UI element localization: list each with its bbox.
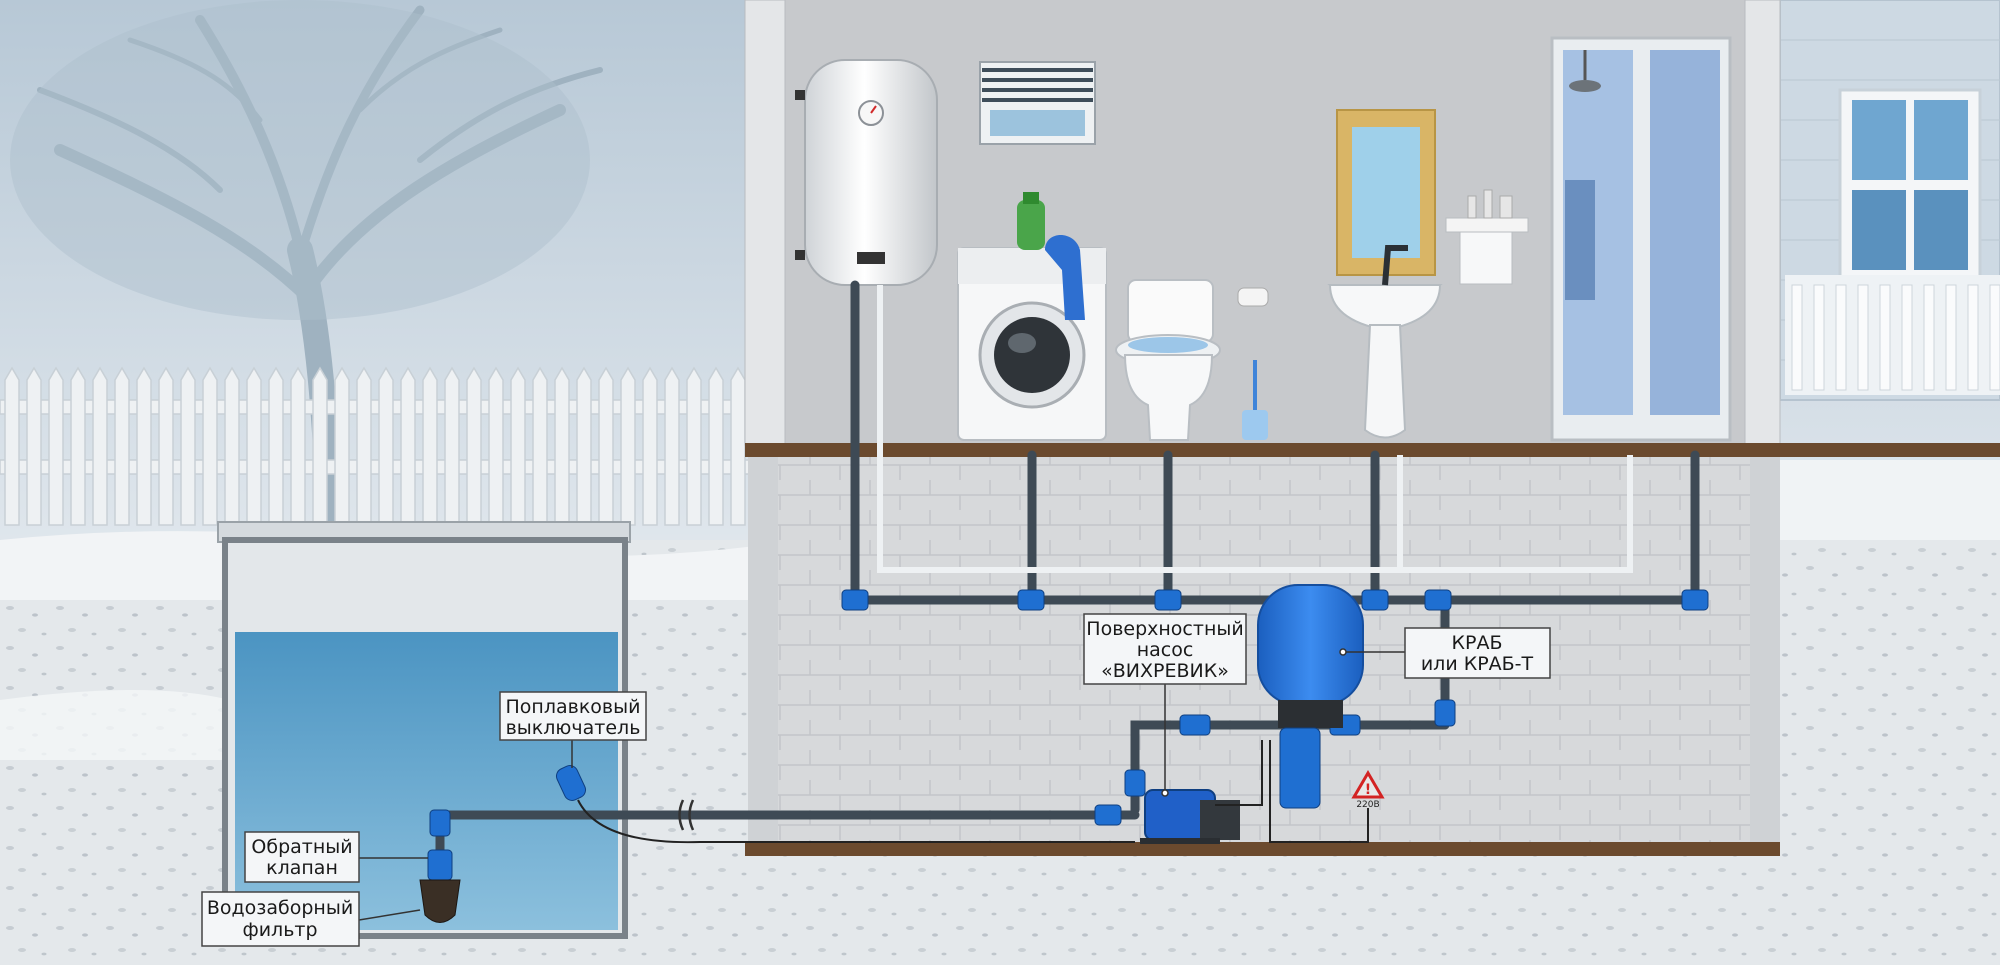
room-window: [979, 61, 1096, 145]
fence-picket: [312, 366, 328, 526]
fence-picket: [576, 366, 592, 526]
pipe-break-symbol: [678, 799, 695, 831]
intake-filter: [419, 879, 461, 923]
winter-tree: [37, 5, 603, 533]
callout-check-valve: Обратный клапан: [244, 831, 360, 883]
fence-picket: [444, 366, 460, 526]
tree-canopy: [10, 0, 590, 320]
fence-picket: [598, 366, 614, 526]
fence-picket: [202, 366, 218, 526]
callout-intake-filter: Водозаборный фильтр: [201, 891, 360, 947]
fence-picket: [422, 366, 438, 526]
bathroom-sink: [1327, 245, 1443, 439]
washing-machine: [957, 192, 1107, 441]
toilet-brush: [1242, 360, 1268, 440]
picket-fence: [0, 366, 751, 526]
check-valve-label-line1: Обратный: [251, 836, 352, 858]
float-switch-label-line2: выключатель: [506, 717, 641, 739]
fence-picket: [620, 366, 636, 526]
porch-rail: [1857, 284, 1869, 391]
fence-picket: [70, 366, 86, 526]
bathroom-shelf: [1445, 189, 1529, 285]
pipe-fittings: [429, 589, 1709, 837]
shower-cabin: [1550, 36, 1732, 442]
electric-wiring: [1215, 740, 1369, 843]
toilet-paper-holder: [1237, 287, 1269, 307]
porch-rail: [1923, 284, 1935, 391]
fence-picket: [686, 366, 702, 526]
porch-rail: [1901, 284, 1913, 391]
fence-picket: [4, 366, 20, 526]
fence-picket: [664, 366, 680, 526]
fence-picket: [532, 366, 548, 526]
fence-picket: [400, 366, 416, 526]
intake-filter-label-line2: фильтр: [242, 919, 317, 941]
float-switch-label-line1: Поплавковый: [506, 696, 641, 718]
fence-picket: [554, 366, 570, 526]
porch-rail: [1813, 284, 1825, 391]
fence-picket: [488, 366, 504, 526]
fence-picket: [48, 366, 64, 526]
svg-text:!: !: [1365, 782, 1371, 798]
krab-label-line2: или КРАБ-Т: [1421, 653, 1534, 675]
toilet: [1115, 279, 1221, 441]
porch-rail: [1835, 284, 1847, 391]
basement-floor-slab: [745, 842, 1780, 856]
porch-rail: [1879, 284, 1891, 391]
fence-picket: [510, 366, 526, 526]
porch-rail: [1967, 284, 1979, 391]
porch-rail: [1791, 284, 1803, 391]
fence-picket: [378, 366, 394, 526]
fence-picket: [136, 366, 152, 526]
ground-floor-slab: [745, 443, 2000, 457]
porch-rail: [1989, 284, 2000, 391]
check-valve: [427, 849, 453, 881]
callout-surface-pump: Поверхностный насос «ВИХРЕВИК»: [1083, 613, 1247, 685]
fence-picket: [642, 366, 658, 526]
fence-picket: [246, 366, 262, 526]
surface-pump-label-line1: Поверхностный: [1086, 618, 1243, 640]
surface-pump-label-line3: «ВИХРЕВИК»: [1101, 660, 1229, 682]
callout-krab: КРАБ или КРАБ-Т: [1404, 627, 1551, 679]
fence-picket: [180, 366, 196, 526]
surface-pump-vikhrevik: [1140, 789, 1240, 844]
callout-float-switch: Поплавковый выключатель: [499, 691, 647, 741]
water-heater: [795, 59, 938, 286]
check-valve-label-line2: клапан: [266, 857, 338, 879]
fence-picket: [92, 366, 108, 526]
fence-picket: [158, 366, 174, 526]
fence-picket: [730, 366, 746, 526]
fence-picket: [224, 366, 240, 526]
neighbor-house: [1779, 0, 2000, 540]
mirror: [1336, 109, 1436, 276]
fence-picket: [708, 366, 724, 526]
intake-filter-label-line1: Водозаборный: [207, 897, 353, 919]
fence-picket: [356, 366, 372, 526]
float-switch: [555, 765, 1135, 844]
fence-picket: [334, 366, 350, 526]
fence-picket: [290, 366, 306, 526]
surface-pump-label-line2: насос: [1137, 639, 1194, 661]
fence-picket: [114, 366, 130, 526]
voltage-label: 220В: [1356, 800, 1379, 810]
krab-label-line1: КРАБ: [1452, 632, 1503, 654]
voltage-warning: ! 220В: [1351, 770, 1385, 810]
fence-picket: [466, 366, 482, 526]
fence-picket: [26, 366, 42, 526]
pressure-tank-krab: [1257, 584, 1364, 809]
porch-rail: [1945, 284, 1957, 391]
fence-picket: [268, 366, 284, 526]
